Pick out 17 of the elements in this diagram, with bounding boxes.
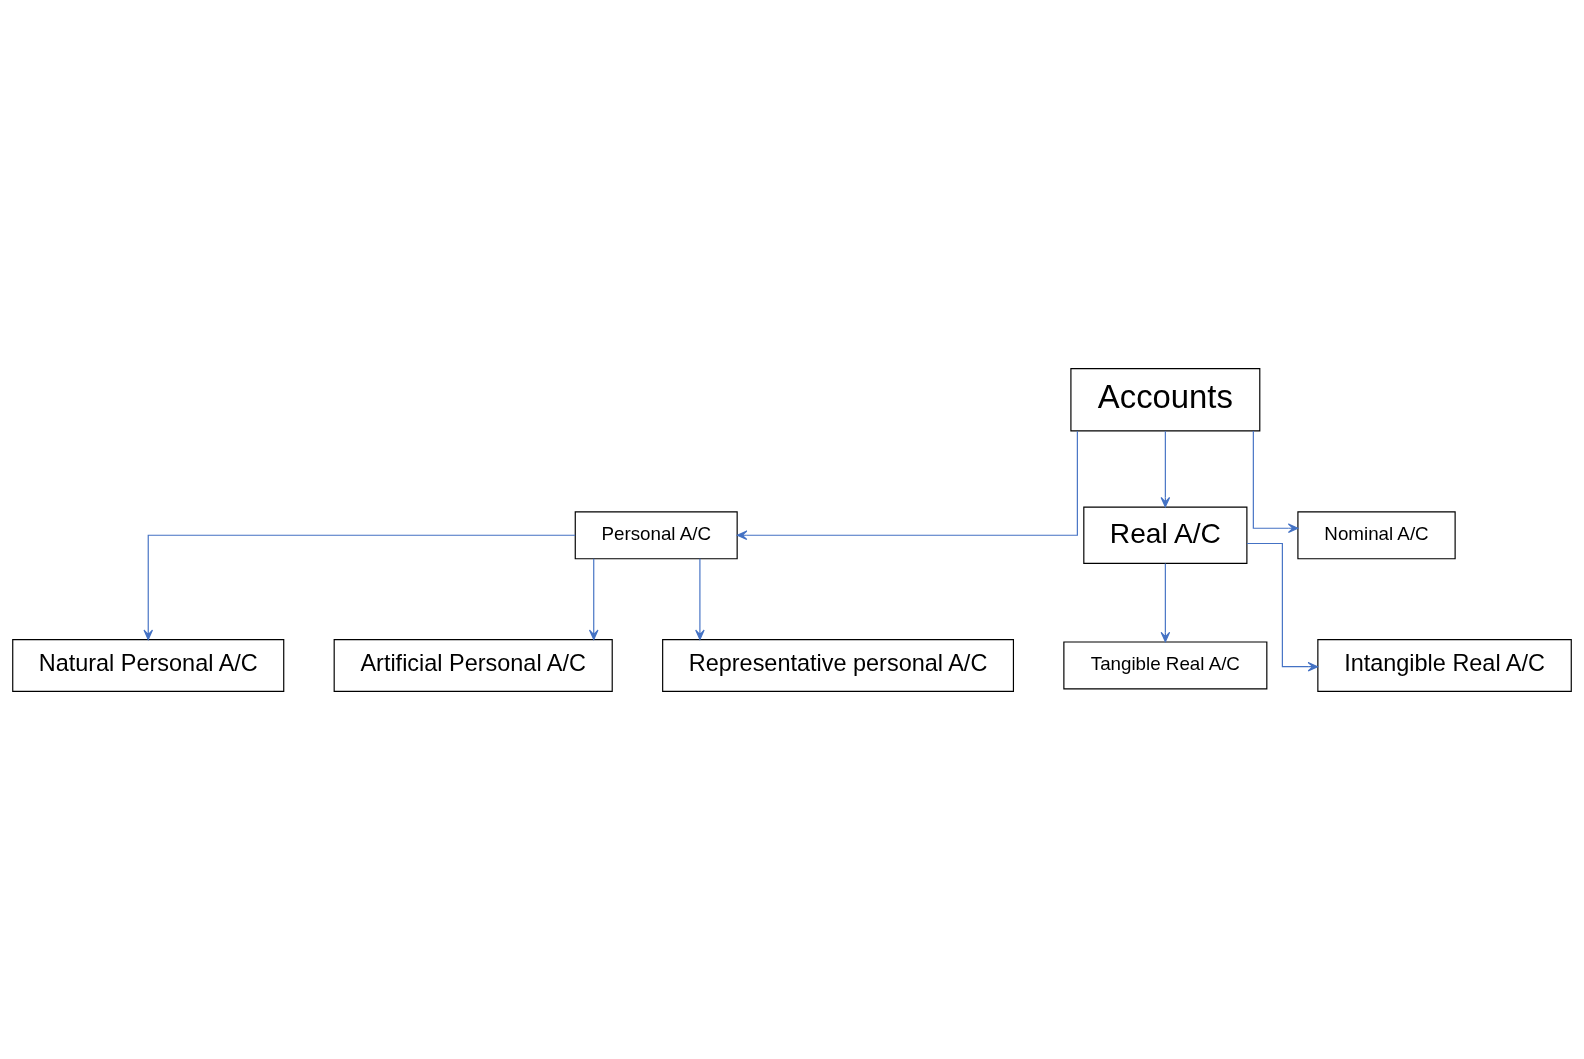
arrow [1252, 429, 1299, 533]
node-box: Natural Personal A/C [12, 638, 285, 692]
arrow [143, 534, 576, 640]
node-box: Tangible Real A/C [1063, 640, 1268, 690]
node-box: Intangible Real A/C [1317, 638, 1572, 692]
arrow [1246, 542, 1319, 671]
arrow [695, 557, 705, 640]
arrow [1160, 562, 1171, 642]
arrow [588, 557, 599, 640]
arrow [1160, 430, 1171, 507]
arrow [736, 430, 1078, 540]
node-box: Nominal A/C [1297, 510, 1456, 559]
node-box: Artificial Personal A/C [333, 638, 613, 692]
node-box: Personal A/C [574, 510, 738, 559]
node-box: Accounts [1070, 367, 1261, 431]
node-box: Real A/C [1083, 506, 1248, 564]
node-box: Representative personal A/C [662, 638, 1014, 692]
